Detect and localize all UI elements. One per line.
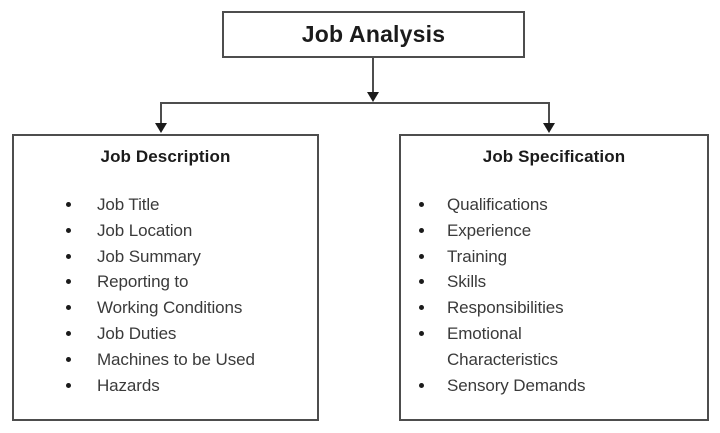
connector-right-arrowhead-icon bbox=[543, 123, 555, 133]
node-job-description: Job Description Job Title Job Location J… bbox=[12, 134, 319, 421]
list-item: Job Duties bbox=[14, 321, 317, 347]
connector-stem-arrowhead-icon bbox=[367, 92, 379, 102]
list-item: Training bbox=[401, 244, 707, 270]
list-item: Hazards bbox=[14, 373, 317, 399]
list-item: Working Conditions bbox=[14, 295, 317, 321]
list-item: Qualifications bbox=[401, 192, 707, 218]
connector-stem-line bbox=[372, 58, 374, 96]
list-item: Responsibilities bbox=[401, 295, 707, 321]
job-specification-title: Job Specification bbox=[482, 147, 626, 166]
job-description-list: Job Title Job Location Job Summary Repor… bbox=[14, 192, 317, 398]
list-item: Job Title bbox=[14, 192, 317, 218]
connector-left-arrowhead-icon bbox=[155, 123, 167, 133]
list-item: Reporting to bbox=[14, 269, 317, 295]
list-item: Experience bbox=[401, 218, 707, 244]
connector-horizontal-bus-line bbox=[160, 102, 550, 104]
connector-left-branch-line bbox=[160, 103, 162, 123]
job-description-title: Job Description bbox=[100, 147, 231, 166]
list-item: Sensory Demands bbox=[401, 373, 707, 399]
list-item: Skills bbox=[401, 269, 707, 295]
node-job-specification: Job Specification Qualifications Experie… bbox=[399, 134, 709, 421]
root-node-title: Job Analysis bbox=[301, 21, 446, 47]
connector-right-branch-line bbox=[548, 103, 550, 123]
list-item: Emotional Characteristics bbox=[401, 321, 637, 373]
list-item: Machines to be Used bbox=[14, 347, 317, 373]
list-item: Job Summary bbox=[14, 244, 317, 270]
list-item: Job Location bbox=[14, 218, 317, 244]
job-specification-list: Qualifications Experience Training Skill… bbox=[401, 192, 707, 398]
node-job-analysis: Job Analysis bbox=[222, 11, 525, 58]
